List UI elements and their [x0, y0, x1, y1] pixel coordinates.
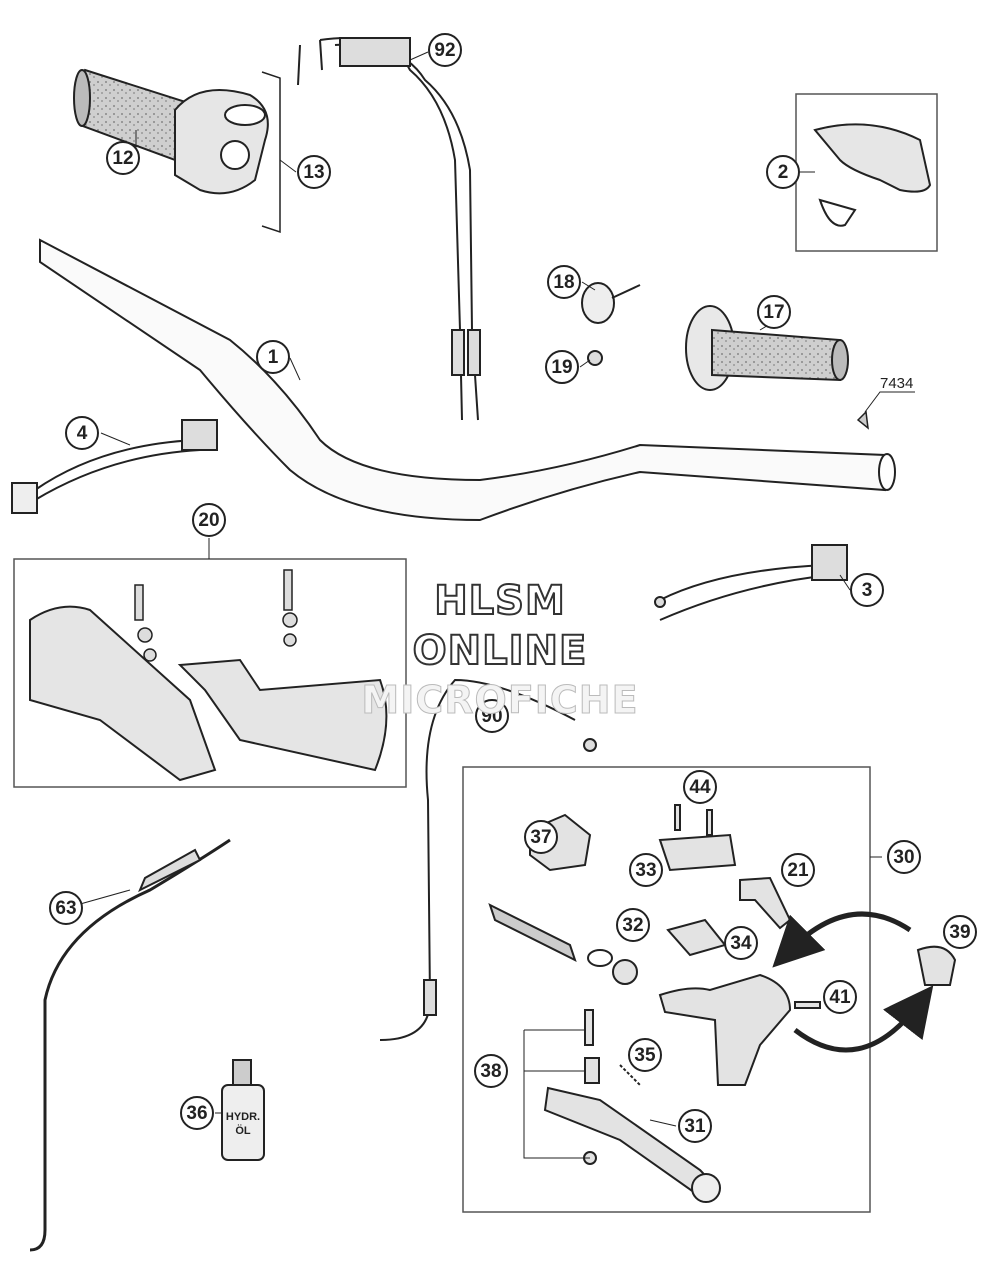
- throttle-housing: [174, 89, 269, 195]
- small-nut: [587, 350, 603, 366]
- callout-label-31: 31: [684, 1116, 706, 1137]
- callout-labels: 12 13 92 2 18 17 19 1 4 20 3 90 44 37 30 33 21 32 34 39 41 63…: [49, 33, 977, 1143]
- leader-7434: [864, 391, 915, 413]
- left-grip: [685, 305, 849, 391]
- callout-circle: [49, 891, 83, 925]
- callout-label-4: 4: [77, 423, 88, 444]
- part-label-7434: 7434: [880, 375, 913, 392]
- callout-circle: [823, 980, 857, 1014]
- callout-circle: [256, 340, 290, 374]
- callout-label-38: 38: [480, 1061, 501, 1082]
- callout-circle: [547, 265, 581, 299]
- svg-text:HYDR.: HYDR.: [226, 1111, 260, 1123]
- handlebar: [39, 238, 896, 522]
- callout-circle: [545, 350, 579, 384]
- callout-circle: [297, 155, 331, 189]
- master-cylinder-parts: [488, 804, 957, 1203]
- brake-line: [29, 838, 231, 1252]
- callout-label-18: 18: [553, 272, 574, 293]
- callout-circle: [683, 770, 717, 804]
- callout-label-37: 37: [530, 827, 551, 848]
- callout-label-17: 17: [763, 302, 784, 323]
- callout-circle: [428, 33, 462, 67]
- switch-right: [654, 544, 848, 621]
- callout-circle: [757, 295, 791, 329]
- callout-circle: [475, 699, 509, 733]
- callout-label-12: 12: [112, 148, 133, 169]
- callout-label-63: 63: [55, 898, 76, 919]
- callout-label-92: 92: [434, 40, 455, 61]
- callout-label-30: 30: [893, 847, 914, 868]
- callout-circle: [628, 1038, 662, 1072]
- callout-circle: [616, 908, 650, 942]
- callout-label-41: 41: [829, 987, 851, 1008]
- svg-text:ÖL: ÖL: [235, 1124, 251, 1137]
- callout-circle: [180, 1096, 214, 1130]
- callout-label-13: 13: [303, 162, 324, 183]
- callout-label-36: 36: [186, 1103, 207, 1124]
- hydraulic-oil-bottle: HYDR. ÖL: [221, 1059, 265, 1161]
- callout-circle: [887, 840, 921, 874]
- callout-label-32: 32: [622, 915, 643, 936]
- hand-guards: [29, 605, 388, 782]
- rotation-arrows: [772, 911, 934, 1053]
- cable-clip: [581, 282, 641, 324]
- callout-label-33: 33: [635, 860, 656, 881]
- callout-label-21: 21: [787, 860, 809, 881]
- callout-label-34: 34: [730, 933, 752, 954]
- callout-circle: [629, 853, 663, 887]
- callout-circle: [781, 853, 815, 887]
- callout-label-35: 35: [634, 1045, 656, 1066]
- hand-guard-hardware: [134, 569, 298, 662]
- callout-circle: [192, 503, 226, 537]
- callout-circle: [678, 1109, 712, 1143]
- callout-label-2: 2: [778, 162, 789, 183]
- callout-circle: [106, 141, 140, 175]
- callout-label-1: 1: [268, 347, 279, 368]
- callout-label-20: 20: [198, 510, 219, 531]
- watermark-line-2: ONLINE: [412, 627, 588, 675]
- callout-label-44: 44: [689, 777, 711, 798]
- callout-circle: [474, 1054, 508, 1088]
- callout-circle: [766, 155, 800, 189]
- switch-left: [11, 419, 218, 514]
- small-plug-7434: [856, 410, 869, 430]
- throttle-cables: [297, 37, 481, 421]
- callout-label-3: 3: [862, 580, 873, 601]
- cap-part-2: [813, 123, 932, 227]
- callout-circle: [850, 573, 884, 607]
- callout-label-90: 90: [481, 706, 502, 727]
- callout-circle: [724, 926, 758, 960]
- callout-circle: [524, 820, 558, 854]
- callout-label-19: 19: [551, 357, 572, 378]
- callout-label-39: 39: [949, 922, 970, 943]
- box-part-30: [462, 766, 871, 1213]
- clutch-cable: [379, 678, 597, 1041]
- bracket-13: [261, 71, 281, 234]
- box-part-20: [13, 558, 407, 788]
- watermark-line-3: MICROFICHE: [361, 678, 639, 723]
- callout-circle: [943, 915, 977, 949]
- callout-circle: [65, 416, 99, 450]
- watermark-line-1: HLSM: [433, 577, 566, 625]
- throttle-grip: [73, 68, 197, 162]
